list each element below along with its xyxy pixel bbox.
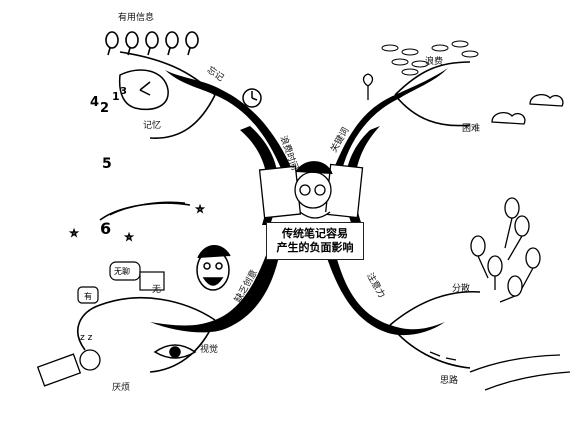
branch-bottom-left: [150, 250, 280, 333]
branch-top-right: [330, 68, 448, 178]
svg-text:1: 1: [112, 90, 120, 103]
svg-text:☆: ☆: [196, 205, 204, 215]
bubble-boring: 无聊: [114, 267, 130, 276]
eye-icon: [153, 344, 197, 359]
svg-text:5: 5: [102, 156, 112, 172]
label-visual: 视觉: [200, 345, 219, 355]
bubble-have: 有: [84, 292, 92, 301]
clock-icon: [242, 88, 262, 108]
sleeper-icon: z z: [36, 333, 101, 387]
branch-bottom-right: [325, 252, 445, 336]
svg-text:6: 6: [100, 219, 111, 238]
central-topic: 传统笔记容易 产生的负面影响: [266, 222, 364, 260]
label-bored: 厌烦: [112, 383, 131, 393]
melting-clock-icon: [118, 69, 169, 111]
face-icon: [196, 245, 231, 291]
svg-text:☆: ☆: [70, 229, 78, 239]
balloon-icon: [470, 197, 541, 303]
central-topic-line-1: 传统笔记容易: [282, 227, 348, 240]
stars-icon: ☆ ☆ ☆: [69, 201, 205, 244]
cloud-icon: [491, 93, 564, 125]
svg-text:2: 2: [100, 101, 109, 116]
label-none: 无: [152, 285, 162, 295]
plant-icon: [362, 73, 374, 100]
label-scattered: 分散: [452, 284, 471, 294]
label-useful-info: 有用信息: [118, 13, 155, 23]
branch-top-left: [165, 70, 295, 178]
speech-bubbles: [77, 261, 165, 304]
label-waste: 浪费: [425, 57, 444, 67]
label-memory: 记忆: [143, 121, 162, 131]
road-icon: [429, 351, 571, 391]
sub-branches: [76, 51, 481, 373]
stressed-student-icon: [258, 161, 364, 219]
svg-text:3: 3: [120, 86, 127, 97]
label-thinking: 思路: [440, 376, 459, 386]
label-difficult: 困难: [462, 124, 481, 134]
central-topic-line-2: 产生的负面影响: [276, 241, 354, 254]
knots-icon: [105, 31, 199, 56]
svg-text:☆: ☆: [125, 233, 133, 243]
svg-text:z z: z z: [80, 333, 93, 343]
svg-text:4: 4: [90, 95, 99, 110]
numbers-icon: 4 2 1 3 5 6: [90, 86, 127, 238]
coins-icon: [381, 40, 479, 76]
